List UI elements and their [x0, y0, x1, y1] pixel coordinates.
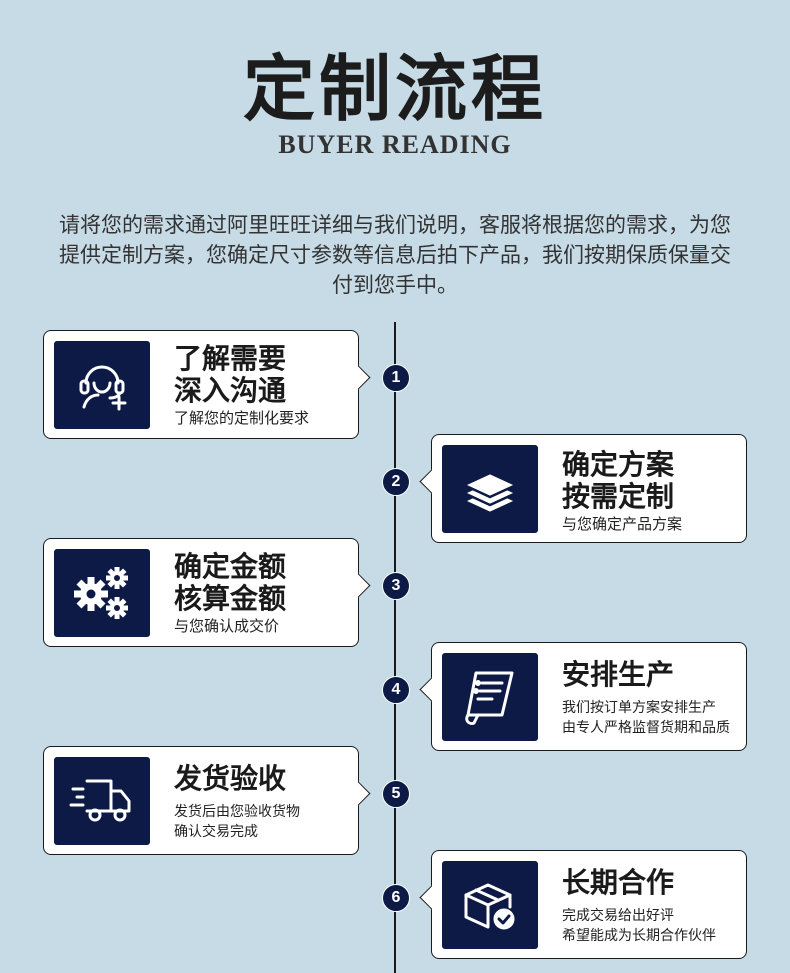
card-pointer	[419, 677, 444, 702]
step-number-4: 4	[382, 676, 410, 704]
step-description: 与您确认成交价	[174, 617, 280, 635]
step-description: 与您确定产品方案	[562, 515, 683, 533]
package-check-icon	[442, 861, 538, 949]
step-card-1: 了解需要 深入沟通 了解您的定制化要求	[43, 330, 371, 439]
step-heading: 核算金额	[174, 582, 287, 615]
step-heading: 发货验收	[174, 762, 287, 795]
intro-line: 提供定制方案，您确定尺寸参数等信息后拍下产品，我们按期保质保量交	[59, 243, 731, 267]
step-card-4: 安排生产 我们按订单方案安排生产 由专人严格监督货期和品质	[419, 642, 747, 751]
step-heading: 了解需要	[174, 342, 287, 375]
step-heading: 按需定制	[562, 480, 675, 513]
intro-line: 请将您的需求通过阿里旺旺详细与我们说明，客服将根据您的需求，为您	[59, 213, 731, 237]
step-description: 发货后由您验收货物	[174, 804, 300, 820]
card-pointer	[346, 781, 371, 806]
step-heading: 深入沟通	[174, 374, 287, 407]
step-heading: 长期合作	[562, 866, 675, 899]
step-description: 由专人严格监督货期和品质	[562, 720, 730, 736]
delivery-truck-icon	[54, 757, 150, 845]
step-card-6: 长期合作 完成交易给出好评 希望能成为长期合作伙伴	[419, 850, 747, 959]
step-number-3: 3	[382, 572, 410, 600]
step-number-5: 5	[382, 780, 410, 808]
step-description: 我们按订单方案安排生产	[562, 700, 716, 716]
order-document-icon	[442, 653, 538, 741]
step-heading: 确定方案	[562, 448, 675, 481]
step-heading: 确定金额	[174, 550, 287, 583]
step-card-3: 确定金额 核算金额 与您确认成交价	[43, 538, 371, 647]
step-description: 确认交易完成	[174, 824, 258, 840]
step-description: 希望能成为长期合作伙伴	[562, 928, 716, 944]
step-number-6: 6	[382, 884, 410, 912]
card-pointer	[419, 469, 444, 494]
step-description: 完成交易给出好评	[562, 908, 674, 924]
step-number-1: 1	[382, 364, 410, 392]
consultant-headset-icon	[54, 341, 150, 429]
step-number-2: 2	[382, 468, 410, 496]
step-description: 了解您的定制化要求	[174, 409, 310, 427]
card-pointer	[346, 573, 371, 598]
step-card-2: 确定方案 按需定制 与您确定产品方案	[419, 434, 747, 543]
page-subtitle: BUYER READING	[278, 130, 512, 159]
intro-text: 请将您的需求通过阿里旺旺详细与我们说明，客服将根据您的需求，为您 提供定制方案，…	[22, 210, 768, 300]
timeline-line	[394, 322, 396, 973]
card-pointer	[419, 885, 444, 910]
step-card-5: 发货验收 发货后由您验收货物 确认交易完成	[43, 746, 371, 855]
step-heading: 安排生产	[562, 658, 675, 691]
gears-icon	[54, 549, 150, 637]
page-title: 定制流程	[242, 47, 547, 131]
intro-line: 付到您手中。	[332, 273, 458, 297]
card-pointer	[346, 365, 371, 390]
layers-stack-icon	[442, 445, 538, 533]
